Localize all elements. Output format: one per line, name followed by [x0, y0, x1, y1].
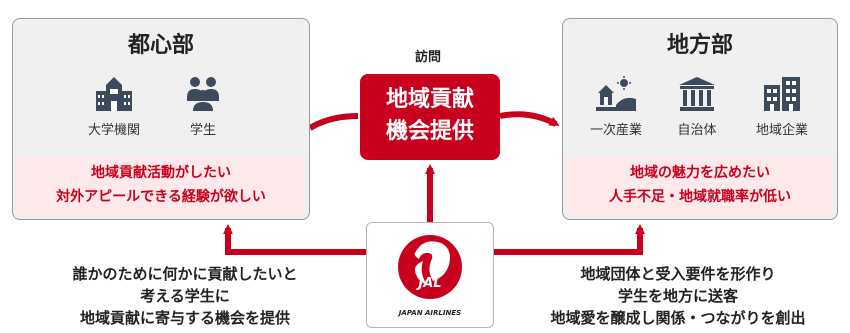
government-label: 自治体: [677, 123, 717, 138]
opportunity-box: 地域貢献 機会提供: [360, 74, 500, 160]
office-building-icon: [764, 77, 800, 111]
university-item: 大学機関: [79, 75, 149, 138]
rural-need-2: 人手不足・地域就職率が低い: [609, 189, 791, 205]
urban-needs: 地域貢献活動がしたい 対外アピールできる経験が欲しい: [17, 157, 305, 215]
student-caption-line-2: 考える学生に: [140, 287, 230, 305]
students-icon: [187, 77, 219, 111]
student-caption: 誰かのために何かに貢献したいと 考える学生に 地域貢献に寄与する機会を提供: [20, 263, 350, 329]
government-item: 自治体: [667, 75, 727, 138]
company-item: 地域企業: [747, 75, 817, 138]
urban-panel: 都心部 大学機関: [12, 18, 310, 220]
rural-title: 地方部: [666, 33, 733, 58]
region-caption: 地域団体と受入要件を形作り 学生を地方に送客 地域愛を醸成し関係・つながりを創出: [508, 263, 848, 329]
rural-need-1: 地域の魅力を広めたい: [630, 165, 770, 181]
student-caption-line-3: 地域貢献に寄与する機会を提供: [79, 309, 290, 327]
arrow-logo-to-right: [494, 224, 645, 255]
rural-panel: 地方部 一次産業 自治: [562, 18, 838, 220]
farm-label: 一次産業: [589, 123, 642, 138]
jal-subtext: JAPAN AIRLINES: [397, 309, 461, 317]
jal-brand-text: JAL: [415, 276, 441, 291]
students-item: 学生: [173, 75, 233, 138]
arrow-center-to-right: [499, 111, 560, 127]
region-caption-line-3: 地域愛を醸成し関係・つながりを創出: [550, 309, 806, 327]
company-label: 地域企業: [755, 123, 808, 138]
farm-item: 一次産業: [581, 75, 651, 138]
opportunity-line-1: 地域貢献: [385, 87, 474, 112]
urban-need-1: 地域貢献活動がしたい: [91, 165, 231, 181]
university-icon: [96, 77, 132, 111]
urban-need-2: 対外アピールできる経験が欲しい: [56, 189, 266, 205]
government-building-icon: [679, 77, 715, 111]
arrow-left-to-center: [308, 113, 359, 131]
farm-icon: [596, 76, 636, 111]
jal-logo-box: JAL JAPAN AIRLINES: [366, 222, 494, 328]
students-label: 学生: [189, 123, 216, 138]
opportunity-line-2: 機会提供: [385, 119, 474, 144]
region-caption-line-2: 学生を地方に送客: [617, 287, 738, 305]
student-caption-line-1: 誰かのために何かに貢献したいと: [72, 265, 298, 283]
urban-title: 都心部: [127, 33, 194, 58]
jal-logo-icon: JAL JAPAN AIRLINES: [397, 235, 462, 317]
region-caption-line-1: 地域団体と受入要件を形作り: [580, 265, 776, 283]
visit-label: 訪問: [415, 50, 442, 65]
university-label: 大学機関: [87, 123, 140, 138]
arrow-logo-to-left: [223, 224, 366, 255]
rural-needs: 地域の魅力を広めたい 人手不足・地域就職率が低い: [567, 157, 833, 215]
